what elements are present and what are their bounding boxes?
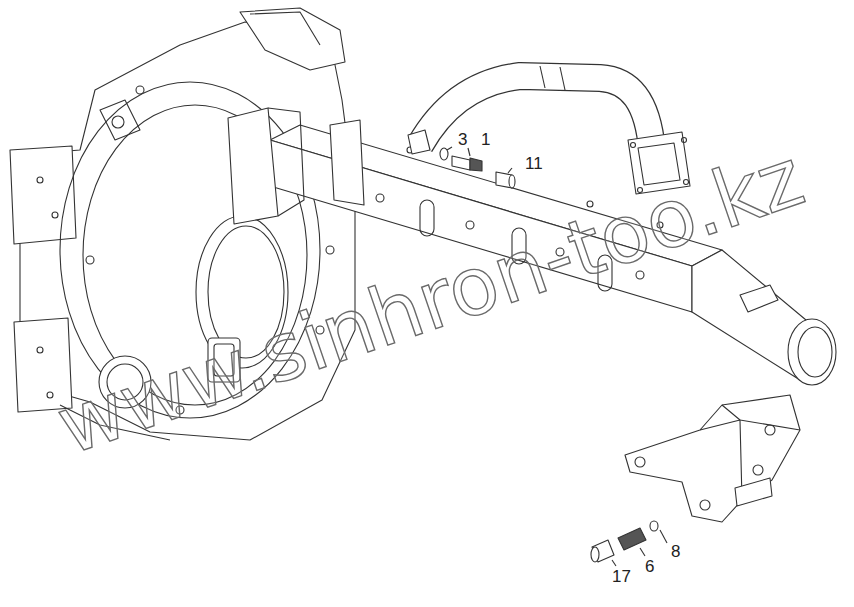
flywheel-housing-line: [10, 146, 76, 244]
exhaust-pipe-line: [420, 76, 652, 150]
frame-beam-line: [420, 200, 434, 236]
callout-number: 8: [671, 543, 680, 560]
sensor-upper: [440, 147, 515, 188]
sensor-upper-line: [468, 148, 470, 156]
flywheel-housing-line: [326, 246, 334, 254]
frame-beam-line: [740, 285, 778, 312]
callout-number: 1: [481, 131, 490, 148]
sensor-lower-line: [612, 560, 616, 566]
sensor-upper-line: [452, 156, 470, 170]
sensor-lower-line: [592, 540, 614, 562]
frame-beam-line: [268, 108, 304, 216]
callout-number: 3: [458, 131, 467, 148]
sensor-upper-line: [508, 168, 512, 173]
frame-beam-line: [408, 130, 430, 154]
sensor-lower: [591, 521, 667, 566]
flywheel-housing-line: [37, 177, 43, 183]
frame-beam-line: [330, 120, 364, 205]
frame-beam-line: [466, 221, 474, 229]
sensor-upper-line: [447, 147, 452, 150]
sensor-upper-line: [470, 158, 482, 171]
callout-number: 17: [612, 568, 631, 585]
mounting-bracket-line: [625, 395, 800, 522]
flywheel-housing-line: [112, 116, 124, 128]
flywheel-housing-line: [240, 8, 345, 70]
callout-number: 11: [525, 155, 543, 172]
mounting-bracket: [625, 395, 800, 522]
mounting-bracket-line: [700, 500, 710, 510]
mounting-bracket-line: [765, 425, 775, 435]
callout-number: 6: [645, 558, 654, 575]
mounting-bracket-line: [635, 457, 645, 467]
sensor-upper-line: [440, 148, 448, 160]
mounting-bracket-line: [735, 478, 772, 506]
mounting-bracket-line: [753, 465, 763, 475]
frame-beam-line: [376, 194, 384, 202]
sensor-lower-line: [650, 521, 658, 531]
sensor-lower-line: [591, 547, 599, 562]
exhaust-pipe-line: [420, 76, 652, 150]
flywheel-housing-line: [37, 347, 43, 353]
sensor-lower-line: [640, 548, 645, 556]
flywheel-housing-line: [52, 212, 58, 218]
flywheel-housing-line: [100, 100, 140, 140]
flywheel-housing-line: [86, 256, 94, 264]
frame-beam-line: [228, 108, 278, 224]
exhaust-pipe-line: [682, 138, 687, 143]
sensor-lower-line: [618, 528, 646, 550]
sensor-lower-line: [660, 530, 667, 543]
frame-beam-line: [788, 319, 836, 385]
frame-beam-line: [798, 327, 832, 377]
exhaust-pipe-line: [631, 143, 636, 148]
flywheel-housing-line: [136, 86, 144, 94]
flywheel-housing-line: [250, 12, 320, 45]
exhaust-pipe-line: [540, 66, 545, 88]
sensor-upper-line: [509, 175, 515, 188]
mounting-bracket-line: [722, 405, 800, 430]
exhaust-pipe-line: [560, 67, 565, 90]
